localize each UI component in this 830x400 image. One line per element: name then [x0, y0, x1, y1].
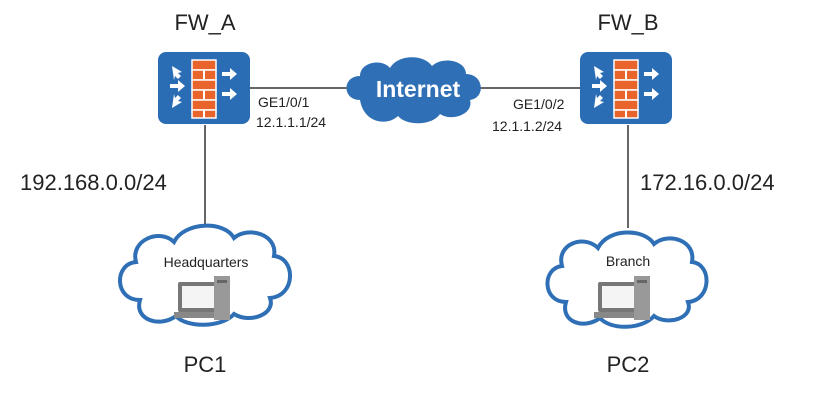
fw-a-label: FW_A — [174, 10, 235, 35]
hq-label: Headquarters — [164, 254, 249, 270]
computer-icon — [594, 276, 650, 320]
branch-label: Branch — [606, 253, 650, 269]
fw-a-interface: GE1/0/1 — [258, 94, 310, 110]
hq-cloud-icon — [118, 223, 292, 327]
fw-a-ip: 12.1.1.1/24 — [256, 114, 326, 130]
computer-icon — [174, 276, 230, 320]
branch-subnet: 172.16.0.0/24 — [640, 170, 775, 195]
links — [204, 87, 629, 228]
pc2-label: PC2 — [607, 352, 650, 377]
firewall-icon — [157, 51, 251, 125]
internet-cloud-icon — [346, 57, 481, 124]
fw-b-ip: 12.1.1.2/24 — [492, 118, 562, 134]
hq-subnet: 192.168.0.0/24 — [20, 170, 167, 195]
pc1-label: PC1 — [184, 352, 227, 377]
fw-b-label: FW_B — [597, 10, 658, 35]
firewall-icon — [579, 51, 673, 125]
branch-cloud-icon — [545, 230, 709, 329]
fw-b-interface: GE1/0/2 — [513, 96, 565, 112]
internet-label: Internet — [376, 76, 461, 102]
